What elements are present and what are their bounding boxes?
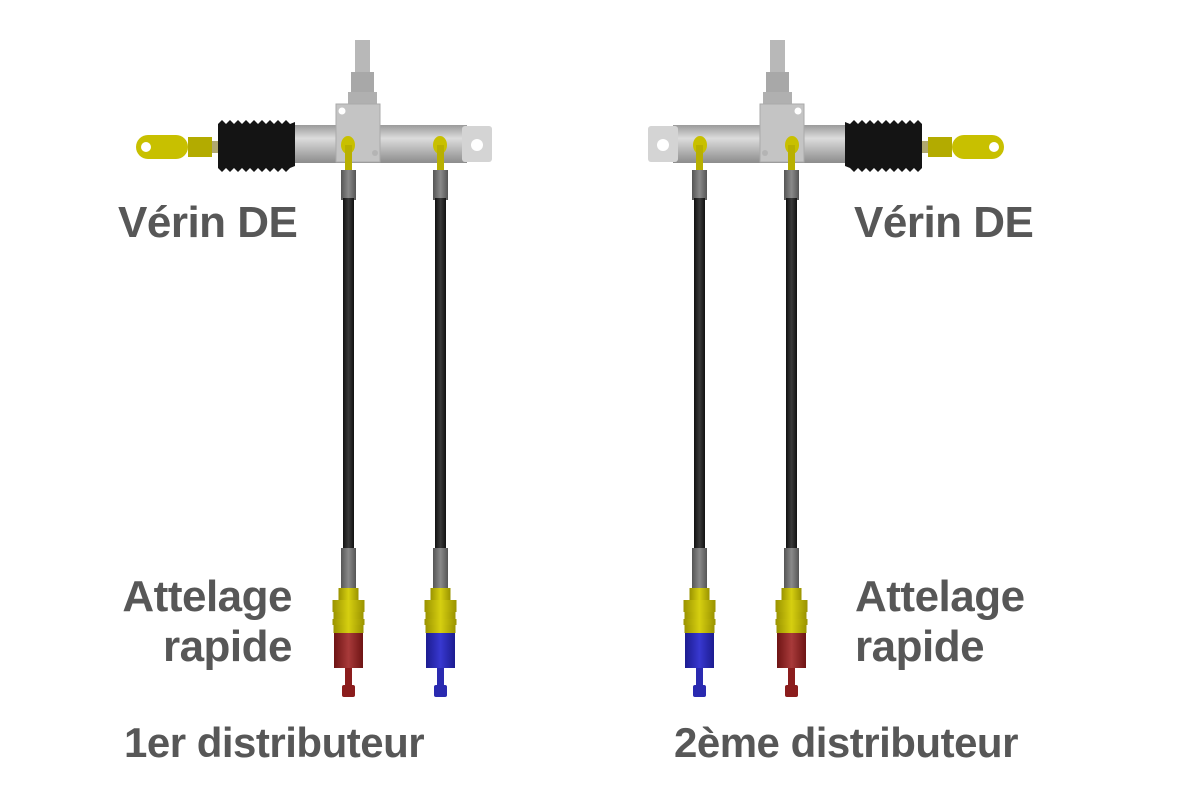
right-cylinder-label: Vérin DE [854,198,1034,247]
right-coupler-label-line2: rapide [855,622,985,671]
left-coupler-label-line1: Attelage [122,572,292,621]
left-cylinder-label: Vérin DE [118,198,298,247]
left-coupler-label-line2: rapide [162,622,293,671]
left-distributor-label: 1er distributeur [124,719,425,766]
right-distributor-label: 2ème distributeur [674,719,1018,766]
right-coupler-label-line1: Attelage [855,572,1025,621]
